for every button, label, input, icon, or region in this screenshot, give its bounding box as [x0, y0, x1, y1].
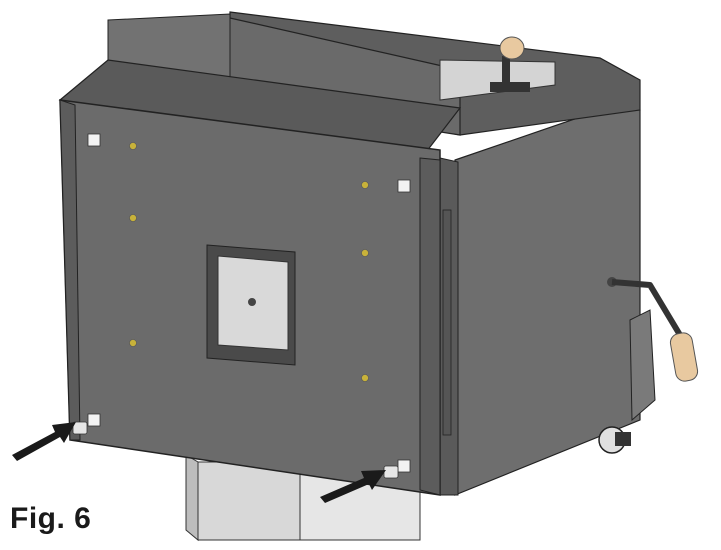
- crank-handle: [607, 277, 699, 382]
- corner-tabs: [87, 133, 411, 473]
- pointer-arrow-icon: [320, 470, 386, 503]
- top-knob: [490, 36, 530, 92]
- pointer-arrow-icon: [12, 422, 76, 461]
- inspection-window: [206, 244, 296, 366]
- figure-label: Fig. 6: [10, 502, 92, 535]
- mounting-screws: [129, 142, 369, 382]
- foot-bolts: [72, 421, 399, 479]
- right-side-panel: [439, 99, 656, 496]
- top-cover: [58, 11, 641, 161]
